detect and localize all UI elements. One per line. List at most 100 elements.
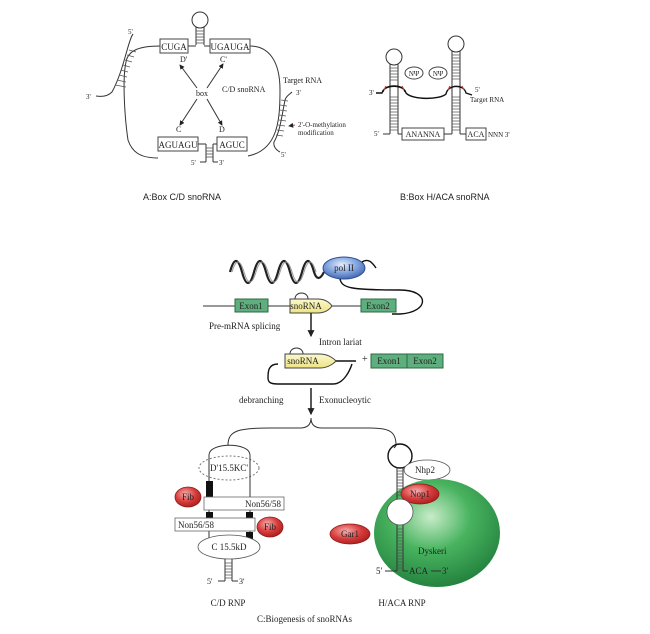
label-box: box [196,89,208,98]
haca-rnp: Nhp2 Nop1 Gar1 Dyskeri 5' ACA 3' H/ACA R… [329,443,500,608]
nop56-58-top-box [203,496,285,511]
cd-loop-right [247,45,281,157]
spliced-exon2-label: Exon2 [413,356,437,366]
box-c-prime [209,38,251,54]
right-target-duplex [273,91,293,153]
panel-c-biogenesis: pol II Exon1 snoRNA Exon2 Pre-mRNA splic… [174,256,500,624]
left-hairpin-loop [385,48,403,66]
right-5-label: 5' [281,151,286,159]
methylation-arrow [288,122,296,128]
arrow-to-d-prime [179,64,198,89]
lariat-snorna-label: snoRNA [287,356,319,366]
right-hairpin-stem [451,51,461,134]
aca-suffix: NNN 3' [488,131,510,139]
left-hairpin-stem [382,64,406,134]
stem-3-label: 3' [219,159,224,167]
exon2-label: Exon2 [366,301,390,311]
haca-rnp-title: H/ACA RNP [378,598,425,608]
dyskerin-label: Dyskeri [418,546,447,556]
right-hairpin-loop [447,35,465,53]
panel-a-caption: A:Box C/D snoRNA [143,192,221,202]
fibrillarin-top [174,486,202,508]
dna-helix [228,259,325,285]
methylation-label: 2'-O-methylation [298,121,346,129]
box-c-prime-seq: UGAUGA [211,42,250,52]
gar1-protein [329,523,371,545]
15-5k-bottom-label: C 15.5kD [211,542,247,552]
box-aca-seq: ACA [468,130,485,139]
fibrillarin-bottom-label: Fib [264,522,277,532]
modification-label: modification [298,129,334,137]
panel-a-box-cd-snorna: CUGA UGAUGA AGUAGU AGUC 5' 3' D' C' C D … [86,11,346,202]
15-5k-bottom-protein [197,534,261,560]
exon1-label: Exon1 [239,301,263,311]
arrow-to-c [179,98,198,126]
haca-3-label: 3' [442,566,449,576]
box-d-prime [159,38,189,54]
haca-5-label: 5' [376,566,383,576]
cd-3-label: 3' [239,577,245,586]
left-target-duplex [95,33,137,97]
15-5k-top-protein [198,455,260,481]
intron-lariat-label: Intron lariat [319,337,362,347]
nop1-label: Nop1 [410,489,430,499]
top-hairpin-loop [191,11,209,29]
left-3-label: 3' [86,93,91,101]
lariat-loop [267,363,353,385]
cd-loop-left [123,45,161,159]
box-d-seq: AGUC [219,140,245,150]
haca-top-loop [387,443,413,469]
pol-ii-label: pol II [334,263,354,273]
splicing-label: Pre-mRNA splicing [209,321,281,331]
snorna-label: snoRNA [290,301,322,311]
cd-snorna-label: C/D snoRNA [222,85,266,94]
arrow-to-c-prime [206,63,224,89]
pseudouridine-left: NΨ [409,70,420,78]
spliced-exon2-box [406,353,444,369]
label-d-prime: D' [180,55,188,64]
b-right-5-label: 5' [475,86,480,94]
box-c-seq: AGUAGU [159,140,198,150]
b-bottom-5-label: 5' [374,130,379,138]
exonucleolytic-label: Exonucleoytic [319,395,371,405]
bottom-stem [198,143,218,163]
nop56-58-top-label: Non56/58 [245,499,282,509]
branch-brace [227,417,397,446]
panel-b-caption: B:Box H/ACA snoRNA [400,192,490,202]
label-c: C [176,125,181,134]
nop56-58-bottom-label: Non56/58 [178,520,215,530]
label-c-prime: C' [220,55,227,64]
pseudouridine-right-bubble [428,66,448,80]
target-rna-strand [376,85,473,100]
top-stem [195,27,205,45]
nop56-58-bottom-box [174,517,256,532]
arrow-to-d [206,98,223,126]
fibrillarin-top-label: Fib [182,492,195,502]
b-target-rna-label: Target RNA [470,96,504,104]
nhp2-label: Nhp2 [415,465,435,475]
plus-sign: + [362,354,368,365]
haca-aca-label: ACA [409,566,429,576]
pol-ii-enzyme [322,256,366,280]
box-d-prime-seq: CUGA [161,42,187,52]
stem-5-label: 5' [191,159,196,167]
pseudouridine-left-bubble [404,66,424,80]
15-5k-top-label: D'15.5KC' [210,463,248,473]
box-h-seq: ANANNA [406,130,441,139]
nascent-transcript [339,278,424,315]
b-left-3-label: 3' [369,89,374,97]
label-d: D [219,125,225,134]
box-aca [465,127,487,141]
cd-5-label: 5' [207,577,213,586]
left-5-label: 5' [128,28,133,36]
pseudouridine-right: NΨ [433,70,444,78]
haca-internal-loop [386,498,414,526]
exon2-box [360,298,397,313]
gar1-label: Gar1 [341,529,359,539]
right-3-label: 3' [296,89,301,97]
panel-c-caption: C:Biogenesis of snoRNAs [257,614,353,624]
nop1-protein [400,483,440,505]
debranching-label: debranching [239,395,284,405]
panel-b-box-haca-snorna: NΨ NΨ 3' 5' Target RNA 5' ANANNA ACA NNN… [369,35,510,202]
